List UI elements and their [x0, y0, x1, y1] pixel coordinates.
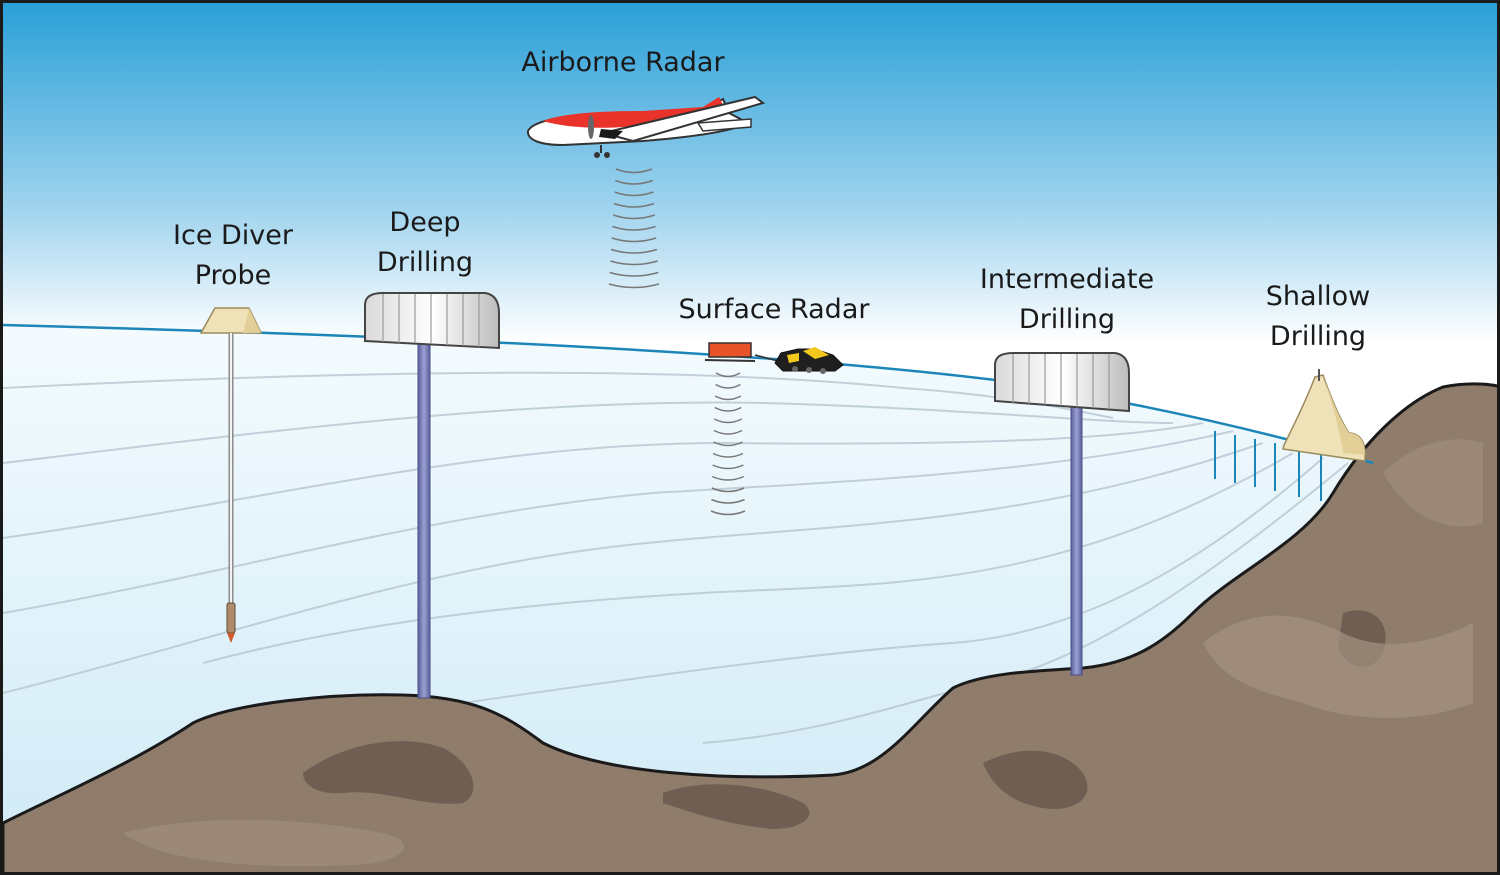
radar-wave-arc: [711, 475, 745, 481]
airborne-radar-aircraft: [527, 95, 766, 158]
radar-wave-arc: [713, 418, 743, 424]
radar-wave-arc: [611, 237, 657, 243]
radar-wave-arc: [614, 191, 654, 197]
rock-highlight: [123, 819, 405, 867]
intermediate-drilling-site: [994, 352, 1130, 676]
radar-wave-arc: [615, 168, 653, 174]
radar-wave-arc: [610, 248, 658, 254]
ice-layer-line: [3, 401, 1174, 464]
radar-wave-arc: [610, 260, 658, 266]
surface-radar-waves: [710, 372, 746, 516]
radar-sled: [708, 342, 752, 358]
radar-wave-arc: [712, 452, 744, 458]
radar-wave-arc: [713, 429, 743, 435]
sky: [3, 3, 1497, 343]
ice-surface-line: [3, 323, 1374, 465]
radar-wave-arc: [710, 510, 746, 516]
airborne-radar-text: Airborne Radar: [521, 47, 725, 78]
rock-highlight: [1383, 439, 1483, 527]
ice-diver-probe-label: Ice Diver Probe: [173, 216, 293, 296]
rock-shadow: [663, 784, 810, 829]
radar-wave-arc: [612, 225, 656, 231]
shallow-drilling-line-2: Drilling: [1269, 321, 1367, 352]
radar-wave-arc: [612, 214, 656, 220]
radar-wave-arc: [711, 498, 745, 504]
intermediate-drilling-label: Intermediate Drilling: [980, 260, 1154, 340]
radar-wave-arc: [715, 372, 741, 378]
intermediate-drilling-line-1: Intermediate: [979, 264, 1155, 295]
deep-drilling-site: [364, 292, 500, 699]
rock-highlight: [1203, 615, 1473, 718]
shallow-drilling-line-1: Shallow: [1265, 281, 1371, 312]
ice-layer-line: [3, 422, 1204, 539]
rock-shadow: [303, 741, 474, 804]
ice-diver-probe-line-2: Probe: [194, 260, 272, 291]
deep-borehole: [417, 342, 431, 699]
radar-wave-arc: [615, 179, 653, 185]
shallow-cores: [1214, 431, 1322, 501]
shallow-drilling-label: Shallow Drilling: [1266, 277, 1370, 357]
airborne-radar-waves: [608, 168, 660, 289]
radar-wave-arc: [715, 383, 741, 389]
aircraft-wing: [602, 95, 766, 143]
deep-drilling-line-1: Deep: [389, 207, 461, 238]
surface-radar-text: Surface Radar: [678, 294, 870, 325]
ice-layer-line: [3, 442, 1264, 694]
radar-wave-arc: [714, 406, 742, 412]
radar-wave-arc: [608, 283, 660, 289]
intermediate-borehole: [1070, 402, 1083, 676]
ice-layer-line: [462, 457, 1324, 704]
radar-wave-arc: [609, 271, 659, 277]
surface-radar-label: Surface Radar: [679, 290, 870, 330]
ice-layer-line: [202, 452, 1294, 664]
radar-wave-arc: [613, 202, 655, 208]
shallow-drilling-site: [1214, 369, 1366, 501]
intermediate-drilling-line-2: Drilling: [1018, 304, 1116, 335]
deep-drilling-label: Deep Drilling: [377, 203, 473, 283]
aircraft-propeller: [588, 115, 594, 139]
airborne-radar-label: Airborne Radar: [521, 43, 724, 83]
scene: [3, 3, 1497, 872]
radar-wave-arc: [712, 464, 744, 470]
deep-drilling-line-2: Drilling: [376, 247, 474, 278]
ice-layer-line: [3, 430, 1234, 614]
probe-body: [226, 602, 236, 634]
radar-wave-arc: [711, 487, 745, 493]
bedrock-shading: [123, 439, 1483, 867]
ice-diver-probe-line-1: Ice Diver: [173, 220, 293, 251]
radar-wave-arc: [713, 441, 743, 447]
ice-diver-probe: [199, 307, 263, 643]
rock-shadow: [983, 750, 1088, 809]
radar-wave-arc: [714, 395, 742, 401]
surface-radar-vehicle: [704, 342, 844, 374]
